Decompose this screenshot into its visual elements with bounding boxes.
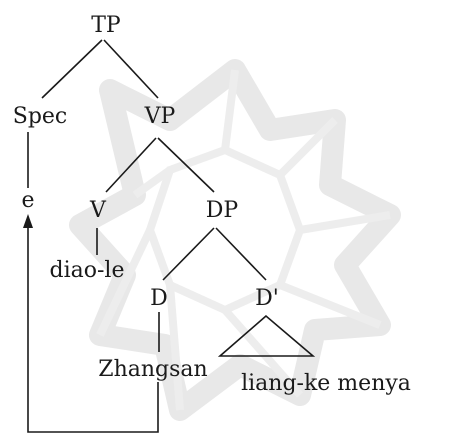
node-tp: TP (91, 13, 121, 38)
node-d: D (150, 286, 168, 311)
tree-edges (27, 39, 316, 357)
node-spec: Spec (13, 104, 68, 129)
edge-tp-vp (103, 39, 159, 99)
node-d-word: Zhangsan (98, 357, 207, 382)
node-dbar-phrase: liang-ke menya (241, 371, 411, 396)
movement-arrow (23, 214, 159, 433)
edge-dp-dbar (215, 227, 267, 281)
edge-dp-d (162, 227, 215, 281)
movement-path (27, 226, 159, 433)
node-dbar: D' (255, 286, 279, 311)
rosette-watermark (69, 59, 401, 421)
dbar-triangle (217, 314, 316, 357)
node-vp: VP (144, 104, 176, 129)
node-e: e (21, 188, 34, 213)
edge-vp-v (105, 137, 157, 193)
tree-labels: TP Spec VP e V DP diao-le D D' Zhangsan … (13, 13, 411, 396)
node-v: V (89, 198, 107, 223)
node-v-word: diao-le (50, 258, 125, 283)
edge-vp-dp (157, 137, 215, 193)
movement-arrowhead (23, 214, 33, 228)
node-dp: DP (206, 198, 239, 223)
edge-tp-spec (41, 39, 103, 99)
